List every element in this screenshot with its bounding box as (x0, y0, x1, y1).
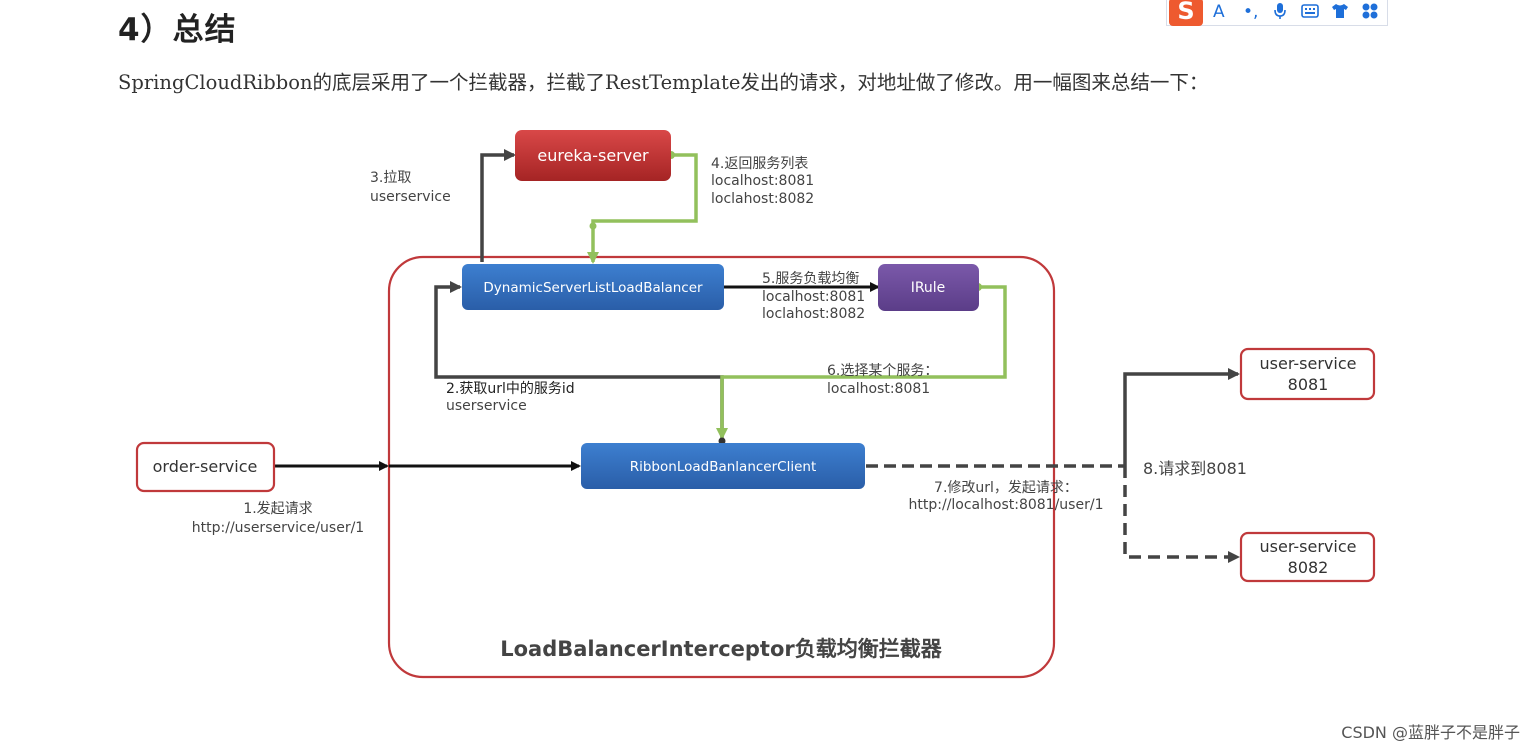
user-service-8081-port: 8081 (1288, 375, 1329, 394)
dynamic-lb-box (462, 264, 724, 310)
request-label-1: 1.发起请求 (243, 501, 312, 517)
user-service-8081-box (1239, 347, 1376, 401)
pull-label-1: 3.拉取 (370, 170, 411, 186)
balance-label-2: localhost:8081 (762, 289, 865, 305)
choose-label-1: 6.选择某个服务： (827, 363, 938, 379)
ribbon-client-box (581, 443, 865, 489)
pull-connector (480, 149, 516, 262)
keyboard-icon[interactable] (1301, 2, 1319, 25)
summary-paragraph: SpringCloudRibbon的底层采用了一个拦截器，拦截了RestTemp… (118, 71, 1209, 94)
interceptor-title: LoadBalancerInterceptor负载均衡拦截器 (500, 637, 943, 661)
punctuation-icon[interactable]: •, (1243, 2, 1259, 22)
to-8082-connector (1123, 466, 1240, 563)
modify-label-2: http://localhost:8081/user/1 (909, 497, 1104, 513)
return-list-label-1: 4.返回服务列表 (711, 156, 808, 172)
request-label-2: http://userservice/user/1 (192, 520, 364, 536)
irule-label: IRule (911, 280, 946, 296)
balance-label-1: 5.服务负载均衡 (762, 271, 859, 287)
ribbon-client-label: RibbonLoadBanlancerClient (630, 459, 817, 475)
choose-label-2: localhost:8081 (827, 381, 930, 397)
shirt-icon[interactable] (1331, 2, 1349, 25)
get-id-label-1: 2.获取url中的服务id (446, 381, 575, 397)
return-list-connector (587, 153, 698, 264)
order-service-box (135, 441, 276, 493)
eureka-server-box (515, 130, 671, 181)
sogou-logo-icon[interactable]: S (1169, 0, 1203, 26)
font-a-icon[interactable]: A (1213, 2, 1225, 22)
eureka-server-label: eureka-server (537, 146, 649, 165)
irule-box (878, 264, 979, 311)
return-list-label-2: localhost:8081 (711, 173, 814, 189)
balance-label-3: loclahost:8082 (762, 306, 865, 322)
user-service-8082-box (1239, 531, 1376, 583)
request-to-label: 8.请求到8081 (1143, 459, 1247, 478)
user-service-8082-name: user-service (1260, 537, 1357, 556)
user-service-8081-name: user-service (1260, 354, 1357, 373)
grid-icon[interactable] (1361, 2, 1379, 25)
order-service-label: order-service (153, 457, 258, 476)
microphone-icon[interactable] (1273, 2, 1287, 25)
user-service-8082-port: 8082 (1288, 558, 1329, 577)
pull-label-2: userservice (370, 189, 451, 205)
to-8081-connector (1123, 368, 1240, 466)
footer-watermark: CSDN @蓝胖子不是胖子 (1341, 723, 1520, 742)
dynamic-lb-label: DynamicServerListLoadBalancer (483, 280, 703, 296)
section-heading: 4）总结 (118, 12, 237, 48)
choose-connector (716, 285, 1007, 440)
choose-end-dot (718, 437, 726, 445)
return-list-label-3: loclahost:8082 (711, 191, 814, 207)
ime-toolbar[interactable]: S A •, (1166, 0, 1388, 26)
return-list-end-dot (589, 222, 597, 230)
get-id-label-2: userservice (446, 398, 527, 414)
modify-label-1: 7.修改url，发起请求： (934, 480, 1078, 496)
